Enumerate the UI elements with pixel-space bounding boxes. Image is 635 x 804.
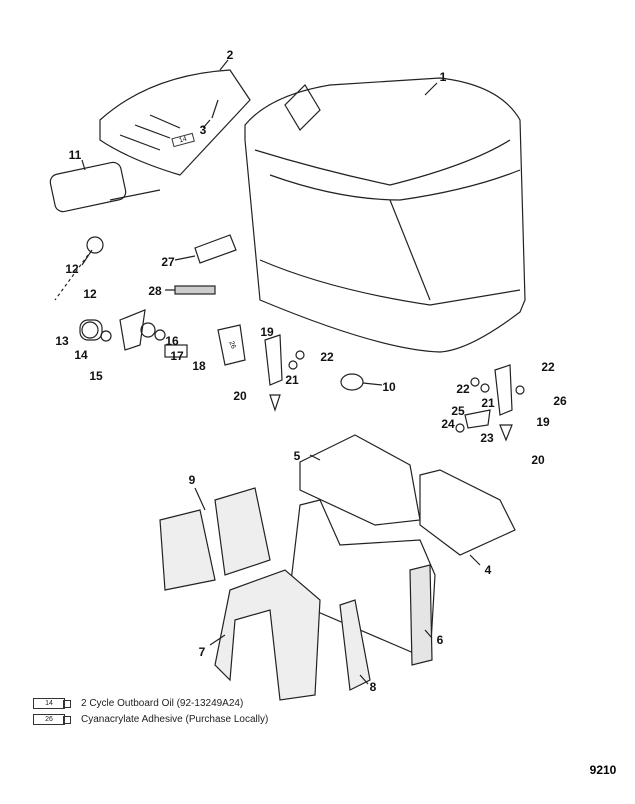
callout-2: 2: [226, 48, 234, 62]
callout-12: 12: [83, 287, 97, 301]
callout-28: 28: [148, 284, 162, 298]
callout-14: 14: [74, 348, 88, 362]
callout-7: 7: [198, 645, 206, 659]
legend-text: Cyanacrylate Adhesive (Purchase Locally): [81, 714, 269, 725]
callout-11: 11: [68, 148, 82, 162]
callout-4: 4: [484, 563, 492, 577]
strip-28: [174, 285, 216, 295]
callout-19: 19: [536, 415, 550, 429]
latch-15: [119, 309, 146, 351]
callout-12: 12: [65, 262, 79, 276]
callout-27: 27: [161, 255, 175, 269]
figure-number: 9210: [589, 763, 617, 777]
washer-17: [154, 329, 166, 341]
legend-item: 26 Cyanacrylate Adhesive (Purchase Local…: [33, 714, 268, 725]
washer-14: [100, 330, 112, 342]
callout-18: 18: [192, 359, 206, 373]
callout-6: 6: [436, 633, 444, 647]
nut-12b: [81, 321, 99, 339]
callout-8: 8: [369, 680, 377, 694]
callout-20: 20: [531, 453, 545, 467]
bracket-19: [264, 334, 283, 386]
plug-10: [340, 373, 364, 391]
callout-1: 1: [439, 70, 447, 84]
adhesive-tube: [217, 324, 246, 366]
callout-22: 22: [320, 350, 334, 364]
callout-5: 5: [293, 449, 301, 463]
callout-21: 21: [481, 396, 495, 410]
pad-4: [419, 469, 516, 556]
screw-3: [211, 99, 219, 119]
tube-icon: 26: [33, 714, 71, 725]
callout-17: 17: [170, 349, 184, 363]
callout-23: 23: [480, 431, 494, 445]
callout-3: 3: [199, 123, 207, 137]
bushing-13: [79, 319, 103, 341]
pad-9a: [159, 509, 216, 591]
rear-cover-part: [99, 69, 251, 176]
callout-26: 26: [553, 394, 567, 408]
callout-9: 9: [188, 473, 196, 487]
callout-24: 24: [441, 417, 455, 431]
tube-icon: 14: [33, 698, 71, 709]
legend-text: 2 Cycle Outboard Oil (92-13249A24): [81, 698, 244, 709]
nut-12: [86, 236, 104, 254]
callout-16: 16: [165, 334, 179, 348]
legend-item: 14 2 Cycle Outboard Oil (92-13249A24): [33, 698, 243, 709]
callout-19: 19: [260, 325, 274, 339]
washer-16: [140, 322, 156, 338]
callout-22: 22: [456, 382, 470, 396]
pad-6: [289, 499, 436, 661]
callout-13: 13: [55, 334, 69, 348]
callout-21: 21: [285, 373, 299, 387]
callout-25: 25: [451, 404, 465, 418]
callout-20: 20: [233, 389, 247, 403]
callout-22: 22: [541, 360, 555, 374]
callout-15: 15: [89, 369, 103, 383]
strip-27: [194, 234, 237, 264]
callout-10: 10: [382, 380, 396, 394]
pad-9b: [214, 487, 271, 576]
pad-8: [339, 599, 371, 691]
bolt-18: [164, 344, 188, 358]
top-cowl-part: [244, 77, 526, 353]
pad-7: [214, 569, 321, 701]
handle-part: [49, 161, 127, 213]
